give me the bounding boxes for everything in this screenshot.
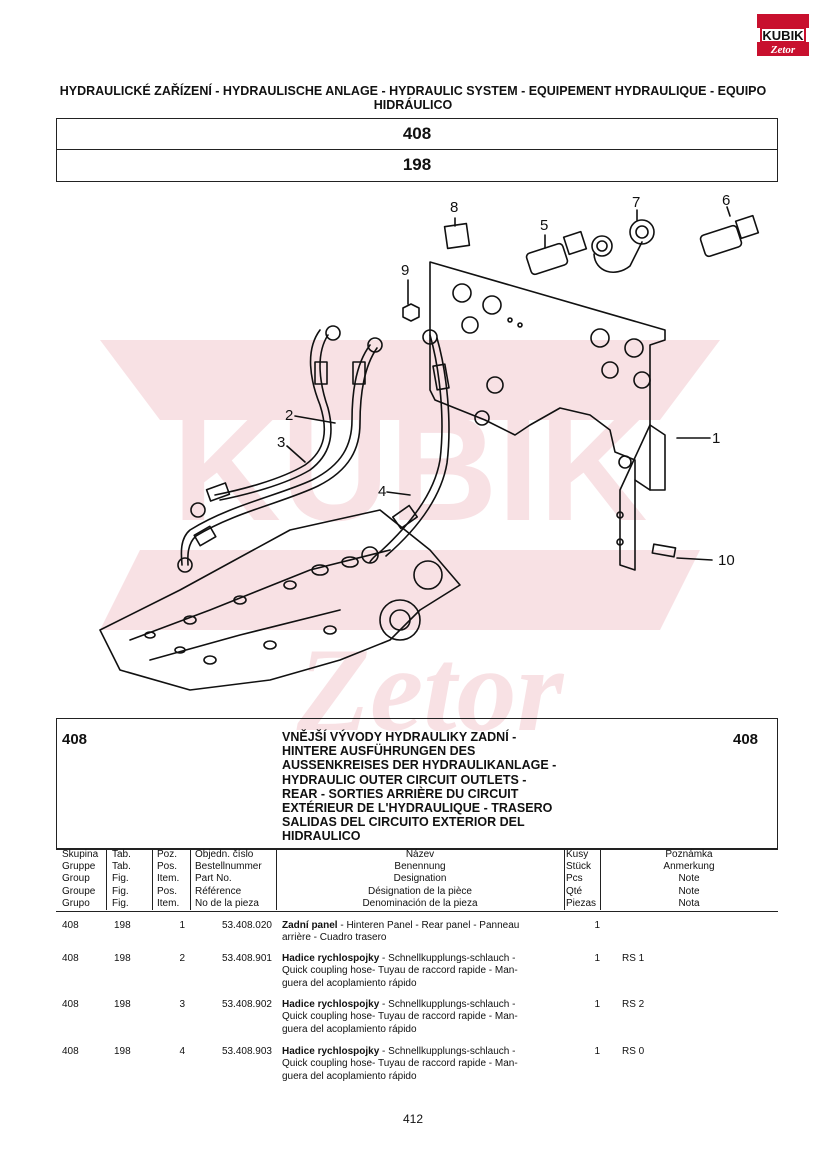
callout-5: 5 [540, 217, 548, 234]
part-qty: 1 [594, 999, 600, 1010]
svg-text:Zetor: Zetor [296, 623, 565, 740]
svg-text:KUBIK: KUBIK [762, 28, 804, 43]
column-divider [106, 848, 107, 910]
callout-1: 1 [712, 430, 720, 447]
svg-text:KUBIK: KUBIK [173, 384, 648, 552]
column-header-row [56, 848, 778, 912]
part-number: 53.408.020 [221, 920, 272, 931]
col-pos-header: Poz.Pos.Item.Pos.Item. [157, 849, 180, 909]
part-tab: 198 [114, 1046, 131, 1057]
section-title-line: REAR - SORTIES ARRIÈRE DU CIRCUIT [282, 786, 519, 801]
part-group: 408 [62, 999, 79, 1010]
col-tab-header: Tab.Tab.Fig.Fig.Fig. [112, 849, 131, 909]
header-title-line2: HIDRÁULICO [373, 98, 453, 112]
part-group: 408 [62, 953, 79, 964]
section-title-line: SALIDAS DEL CIRCUITO EXTERIOR DEL [282, 815, 525, 830]
part-pos: 3 [179, 999, 185, 1010]
table-number: 198 [57, 149, 777, 180]
callout-6: 6 [722, 192, 730, 209]
section-number-right: 408 [733, 731, 759, 748]
column-divider [564, 848, 565, 910]
part-description: Hadice rychlospojky - Schnellkupplungs-s… [282, 1046, 518, 1082]
page-header-title: HYDRAULICKÉ ZAŘÍZENÍ - HYDRAULISCHE ANLA… [40, 84, 786, 112]
section-title: VNĚJŠÍ VÝVODY HYDRAULIKY ZADNÍ - HINTERE… [282, 730, 602, 844]
part-pos: 4 [179, 1046, 185, 1057]
section-title-line: HYDRAULIC OUTER CIRCUIT OUTLETS - [282, 772, 527, 787]
callout-3: 3 [277, 434, 285, 451]
kubik-watermark: KUBIK Zetor [100, 340, 720, 740]
section-title-line: HIDRAULICO [282, 829, 361, 844]
hydraulic-outlets-diagram: 1 2 3 4 5 6 7 8 9 10 [99, 192, 760, 691]
part-pos: 1 [179, 920, 185, 931]
section-description-box [56, 718, 778, 850]
part-note: RS 1 [622, 953, 645, 964]
part-number: 53.408.902 [221, 999, 272, 1010]
callout-4: 4 [378, 483, 386, 500]
section-number-left: 408 [62, 731, 88, 748]
section-title-line: VNĚJŠÍ VÝVODY HYDRAULIKY ZADNÍ - [282, 730, 517, 744]
section-title-line: HINTERE AUSFÜHRUNGEN DES [282, 744, 476, 759]
part-qty: 1 [594, 953, 600, 964]
part-note: RS 2 [622, 999, 645, 1010]
part-pos: 2 [179, 953, 185, 964]
column-divider [276, 848, 277, 910]
header-title-line1: HYDRAULICKÉ ZAŘÍZENÍ - HYDRAULISCHE ANLA… [59, 84, 767, 98]
callout-8: 8 [450, 199, 458, 216]
callout-10: 10 [718, 552, 735, 569]
column-divider [600, 848, 601, 910]
callout-7: 7 [632, 194, 640, 211]
kubik-zetor-logo: KUBIK Zetor [757, 14, 809, 56]
part-tab: 198 [114, 920, 131, 931]
part-note: RS 0 [622, 1046, 645, 1057]
callout-2: 2 [285, 407, 293, 424]
part-tab: 198 [114, 999, 131, 1010]
column-divider [190, 848, 191, 910]
part-description: Zadní panel - Hinteren Panel - Rear pane… [282, 920, 520, 944]
group-number: 408 [402, 124, 432, 143]
part-number: 53.408.901 [221, 953, 272, 964]
part-qty: 1 [594, 920, 600, 931]
page-number: 412 [402, 1112, 424, 1126]
part-description: Hadice rychlospojky - Schnellkupplungs-s… [282, 953, 518, 989]
part-group: 408 [62, 920, 79, 931]
column-divider [152, 848, 153, 910]
section-title-line: AUSSENKREISES DER HYDRAULIKANLAGE - [282, 758, 557, 773]
section-title-line: EXTÉRIEUR DE L'HYDRAULIQUE - TRASERO [282, 801, 553, 816]
svg-text:Zetor: Zetor [770, 44, 796, 56]
callout-9: 9 [401, 262, 409, 279]
part-number: 53.408.903 [221, 1046, 272, 1057]
group-table-box: 408 198 [56, 118, 778, 182]
part-qty: 1 [594, 1046, 600, 1057]
part-description: Hadice rychlospojky - Schnellkupplungs-s… [282, 999, 518, 1035]
part-group: 408 [62, 1046, 79, 1057]
part-tab: 198 [114, 953, 131, 964]
